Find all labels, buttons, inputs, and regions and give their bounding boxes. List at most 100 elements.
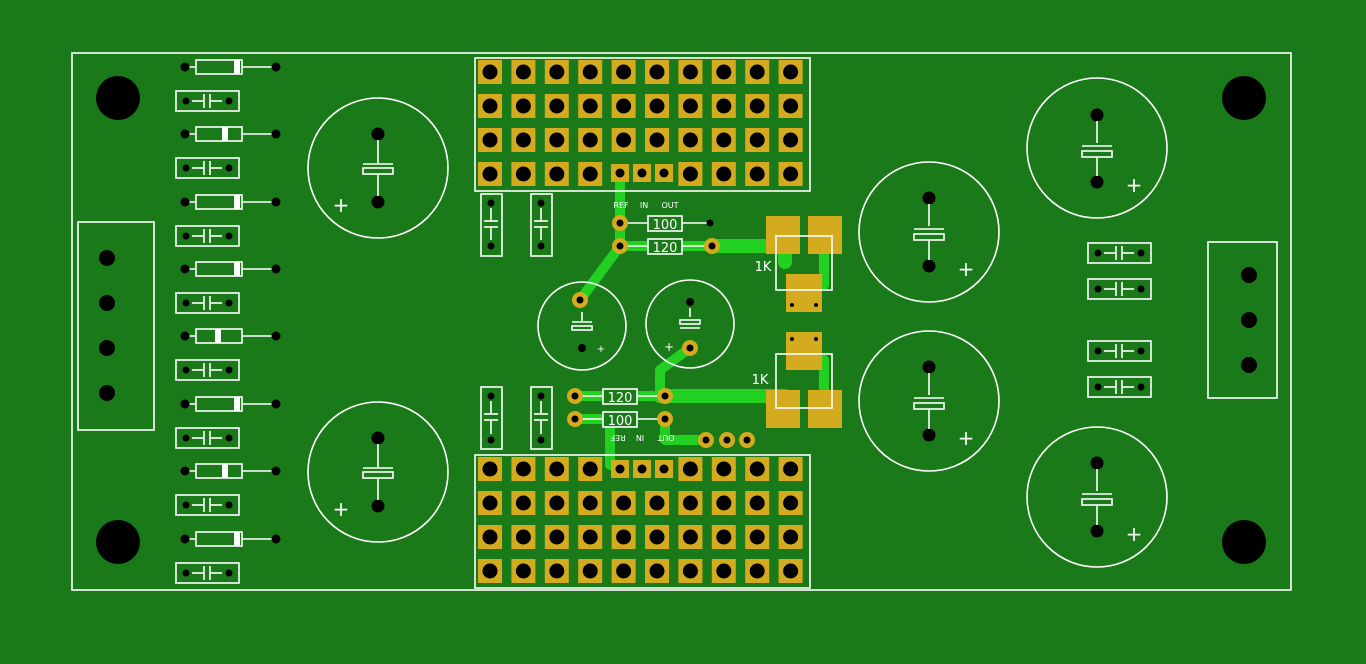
- svg-text:OUT: OUT: [661, 201, 678, 210]
- regulator-bottom-pins: OUT IN REF: [610, 433, 675, 478]
- heatsink-hole: [582, 166, 598, 182]
- svg-text:+: +: [958, 426, 975, 450]
- heatsink-hole: [515, 166, 531, 182]
- test-pads: [698, 432, 755, 448]
- diode-icon: [180, 531, 281, 547]
- terminal-block-input: [77, 221, 155, 431]
- heatsink-hole: [649, 132, 665, 148]
- heatsink-hole: [649, 98, 665, 114]
- heatsink-hole: [682, 166, 698, 182]
- diode-icon: [180, 59, 281, 75]
- heatsink-hole: [716, 563, 732, 579]
- heatsink-hole: [549, 132, 565, 148]
- heatsink-hole: [582, 64, 598, 80]
- heatsink-hole: [783, 563, 799, 579]
- svg-text:REF: REF: [610, 433, 626, 442]
- svg-text:1K: 1K: [755, 260, 772, 275]
- regulator-top-pins: REF IN OUT: [611, 164, 679, 210]
- heatsink-hole: [682, 563, 698, 579]
- heatsink-hole: [549, 166, 565, 182]
- heatsink-hole: [515, 64, 531, 80]
- capacitor-icon: +: [645, 279, 735, 369]
- heatsink-hole: [749, 166, 765, 182]
- diode-icon: [180, 463, 281, 479]
- heatsink-hole: [582, 495, 598, 511]
- heatsink-hole: [482, 495, 498, 511]
- diode-icon: [180, 194, 281, 210]
- svg-text:120: 120: [653, 241, 678, 256]
- heatsink-hole: [783, 495, 799, 511]
- capacitor-icon: +: [1026, 77, 1168, 219]
- heatsink-hole: [749, 563, 765, 579]
- resistor-icon: 120: [567, 388, 673, 406]
- heatsink-hole: [716, 461, 732, 477]
- capacitor-icon: [175, 494, 240, 516]
- svg-text:+: +: [664, 340, 674, 354]
- svg-text:+: +: [333, 193, 350, 217]
- heatsink-hole: [783, 166, 799, 182]
- svg-text:100: 100: [608, 414, 633, 429]
- svg-text:IN: IN: [636, 433, 644, 442]
- diode-icon: [180, 126, 281, 142]
- heatsink-hole: [783, 64, 799, 80]
- capacitor-icon: [530, 193, 553, 257]
- capacitor-icon: +: [858, 330, 1000, 472]
- heatsink-hole: [649, 64, 665, 80]
- heatsink-hole: [515, 132, 531, 148]
- heatsink-hole: [749, 495, 765, 511]
- capacitor-icon: [1087, 242, 1152, 264]
- svg-text:+: +: [1126, 522, 1143, 546]
- mounting-hole: [1222, 76, 1266, 120]
- heatsink-hole: [549, 64, 565, 80]
- heatsink-hole: [783, 132, 799, 148]
- capacitor-icon: [480, 193, 503, 257]
- resistor-icon: 120: [612, 238, 720, 256]
- mounting-holes: [96, 76, 1266, 564]
- heatsink-hole: [649, 495, 665, 511]
- mounting-hole: [96, 520, 140, 564]
- svg-text:OUT: OUT: [657, 433, 674, 442]
- heatsink-hole: [716, 98, 732, 114]
- heatsink-hole: [616, 563, 632, 579]
- diode-icon: [180, 396, 281, 412]
- svg-text:+: +: [333, 497, 350, 521]
- heatsink-hole: [616, 529, 632, 545]
- terminal-block-output: [1207, 241, 1278, 399]
- heatsink-hole: [482, 529, 498, 545]
- heatsink-hole: [716, 64, 732, 80]
- trimmer-pot-icon: 1K: [752, 332, 842, 428]
- heatsink-hole: [682, 132, 698, 148]
- heatsink-hole: [682, 495, 698, 511]
- capacitor-icon: [1087, 278, 1152, 300]
- capacitor-icon: [175, 359, 240, 381]
- svg-text:REF: REF: [613, 201, 629, 210]
- capacitor-icon: [530, 386, 553, 450]
- heatsink-hole: [549, 98, 565, 114]
- mounting-hole: [1222, 520, 1266, 564]
- heatsink-hole: [749, 98, 765, 114]
- capacitor-icon: [175, 562, 240, 584]
- heatsink-hole: [515, 98, 531, 114]
- heatsink-hole: [783, 461, 799, 477]
- heatsink-hole: [716, 132, 732, 148]
- heatsink-hole: [749, 64, 765, 80]
- heatsink-hole: [616, 132, 632, 148]
- heatsink-hole: [649, 529, 665, 545]
- diode-icon: [180, 328, 281, 344]
- heatsink-hole: [749, 529, 765, 545]
- svg-text:120: 120: [608, 391, 633, 406]
- capacitor-icon: [480, 386, 503, 450]
- heatsink-hole: [515, 461, 531, 477]
- capacitor-icon: +: [537, 281, 627, 371]
- heatsink-hole: [482, 132, 498, 148]
- capacitor-icon: [1087, 376, 1152, 398]
- svg-text:100: 100: [653, 218, 678, 233]
- capacitor-icon: [1087, 340, 1152, 362]
- heatsink-hole: [616, 98, 632, 114]
- heatsink-hole: [549, 529, 565, 545]
- capacitor-icon: +: [1026, 426, 1168, 568]
- capacitor-icon: +: [858, 161, 1000, 303]
- heatsink-hole: [716, 495, 732, 511]
- svg-text:+: +: [597, 344, 605, 355]
- capacitor-icon: +: [307, 97, 449, 239]
